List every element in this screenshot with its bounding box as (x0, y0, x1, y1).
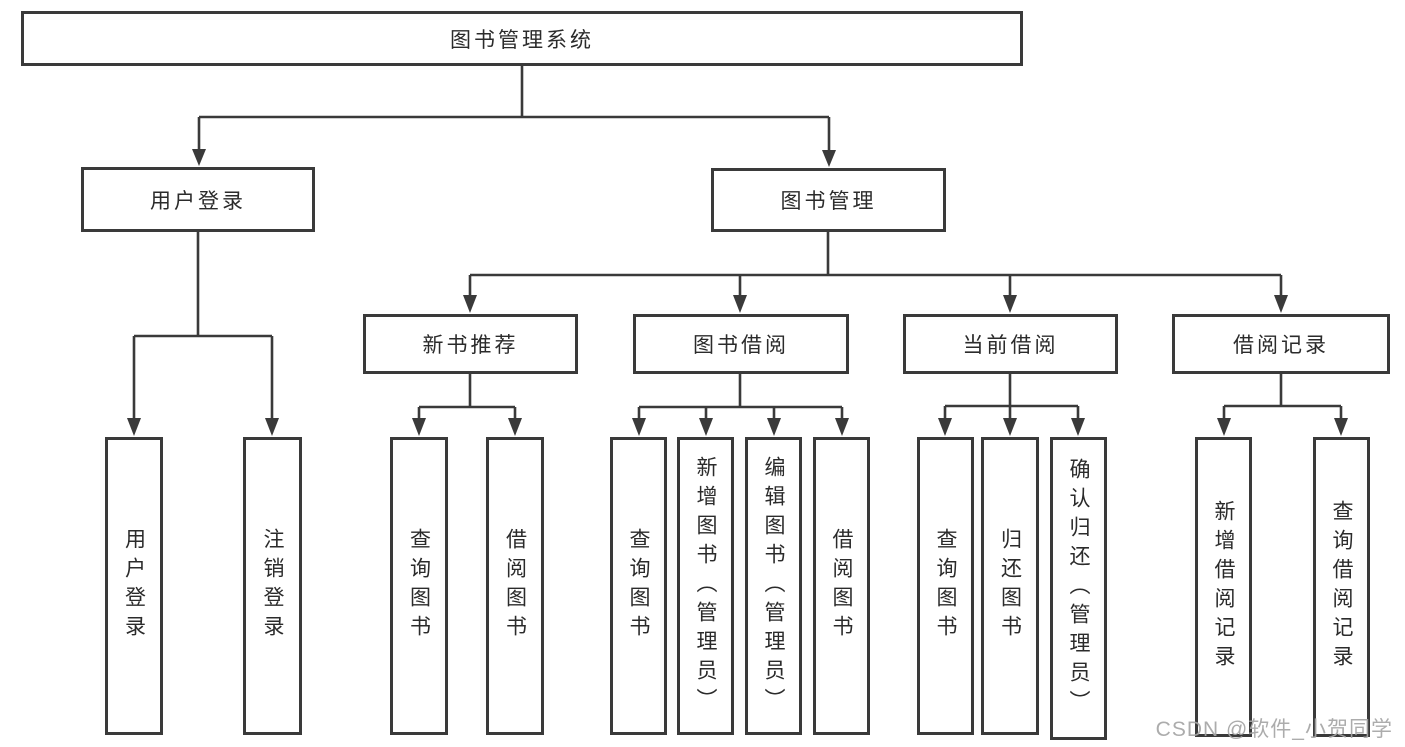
leaf-borrow-books: 借阅图书 (813, 437, 870, 735)
connector-user-login-to-leaves (127, 232, 279, 436)
leaf-query-books-current: 查询图书 (917, 437, 974, 735)
connector-book-management-to-level3 (463, 232, 1288, 313)
connector-current-borrowing-to-leaves (938, 374, 1085, 436)
node-current-borrowing: 当前借阅 (903, 314, 1118, 374)
node-book-management: 图书管理 (711, 168, 946, 232)
leaf-confirm-return-admin: 确认归还（管理员） (1050, 437, 1107, 740)
leaf-return-books: 归还图书 (981, 437, 1039, 735)
node-user-login: 用户登录 (81, 167, 315, 232)
node-borrowing-records: 借阅记录 (1172, 314, 1390, 374)
connector-borrowing-records-to-leaves (1217, 374, 1348, 436)
node-library-system: 图书管理系统 (21, 11, 1023, 66)
leaf-edit-books-admin: 编辑图书（管理员） (745, 437, 802, 735)
leaf-borrow-books-recommend: 借阅图书 (486, 437, 544, 735)
leaf-query-books-borrowing: 查询图书 (610, 437, 667, 735)
node-new-book-recommend: 新书推荐 (363, 314, 578, 374)
leaf-query-borrow-record: 查询借阅记录 (1313, 437, 1370, 737)
connector-root-to-level2 (192, 66, 836, 167)
leaf-user-login: 用户登录 (105, 437, 163, 735)
leaf-logout: 注销登录 (243, 437, 302, 735)
watermark: CSDN @软件_小贺同学 (1155, 718, 1393, 741)
leaf-add-borrow-record: 新增借阅记录 (1195, 437, 1252, 737)
connector-book-borrowing-to-leaves (632, 374, 849, 436)
leaf-query-books-recommend: 查询图书 (390, 437, 448, 735)
leaf-add-books-admin: 新增图书（管理员） (677, 437, 734, 735)
node-book-borrowing: 图书借阅 (633, 314, 849, 374)
connector-new-book-to-leaves (412, 374, 522, 436)
